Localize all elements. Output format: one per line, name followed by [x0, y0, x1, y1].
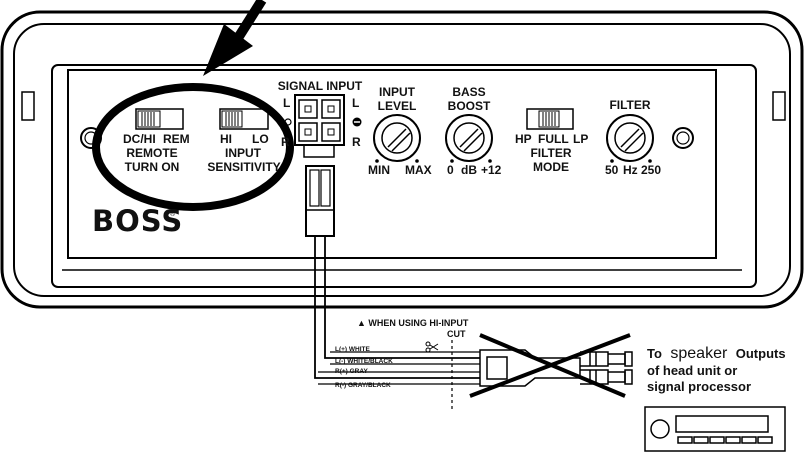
highlight-ellipse [92, 83, 294, 211]
input-level-title-line1: INPUT [379, 85, 416, 99]
sensitivity-hi-label: HI [220, 132, 232, 146]
filter-mode-lp: LP [573, 132, 588, 146]
bass-boost-knob[interactable] [445, 114, 493, 162]
input-plug [305, 165, 335, 237]
hi-input-note: ▲ WHEN USING HI-INPUT [357, 318, 469, 328]
destination-line1: To speaker Outputs [647, 345, 786, 362]
bass-boost-min: 0 [447, 163, 454, 177]
destination-outputs: Outputs [736, 346, 786, 361]
destination-to: To [647, 346, 662, 361]
wire-label-l-neg: L(-) WHITE/BLACK [335, 358, 393, 365]
filter-min: 50 [605, 163, 619, 177]
signal-input-r-left: R [281, 135, 290, 149]
input-level-title-line2: LEVEL [378, 99, 417, 113]
wire-label-r-pos: R(+) GRAY [335, 368, 368, 375]
input-level-max-dot [415, 159, 419, 163]
input-sensitivity-switch[interactable] [219, 108, 269, 130]
bass-boost-min-dot [450, 159, 454, 163]
input-level-min: MIN [368, 163, 390, 177]
remote-rem-label: REM [163, 132, 190, 146]
signal-cable [314, 236, 480, 379]
filter-mode-switch[interactable] [526, 108, 574, 130]
cut-label: CUT [447, 329, 466, 339]
input-level-knob[interactable] [373, 114, 421, 162]
destination-line3: signal processor [647, 379, 751, 394]
input-level-min-dot [375, 159, 379, 163]
ground-dot [284, 118, 292, 126]
filter-min-dot [610, 159, 614, 163]
bass-boost-title-line2: BOOST [448, 99, 491, 113]
destination-speaker: speaker [670, 345, 728, 362]
filter-mode-hp: HP [515, 132, 532, 146]
bass-boost-max-dot [488, 159, 492, 163]
filter-max-dot [648, 159, 652, 163]
sensitivity-title-line1: INPUT [225, 146, 262, 160]
signal-input-connector[interactable] [294, 94, 345, 158]
screw-icon [672, 127, 694, 149]
head-unit-icon [644, 406, 786, 452]
filter-unit: Hz [623, 163, 638, 177]
filter-title: FILTER [609, 98, 650, 112]
minus-icon [352, 117, 362, 127]
sensitivity-title-line2: SENSITIVITY [207, 160, 280, 174]
destination-line2: of head unit or [647, 363, 737, 378]
registered-mark: ® [170, 210, 176, 218]
signal-input-title: SIGNAL INPUT [278, 79, 363, 93]
bass-boost-max: +12 [481, 163, 502, 177]
brand-logo: BOSS [92, 204, 183, 238]
scissors-icon [425, 341, 439, 353]
bass-boost-title-line1: BASS [452, 85, 485, 99]
wire-leads [318, 351, 480, 385]
bass-boost-unit: dB [461, 163, 477, 177]
remote-turn-on-switch[interactable] [135, 108, 184, 130]
cross-out-mark [469, 333, 631, 398]
signal-input-l-right: L [352, 96, 359, 110]
amplifier-body [0, 10, 804, 309]
arrow-icon [203, 0, 267, 76]
filter-knob[interactable] [606, 114, 654, 162]
filter-mode-title-line2: MODE [533, 160, 569, 174]
signal-input-r-right: R [352, 135, 361, 149]
wire-label-r-neg: R(-) GRAY/BLACK [335, 382, 391, 389]
filter-mode-full: FULL [538, 132, 569, 146]
sensitivity-lo-label: LO [252, 132, 269, 146]
signal-input-l-left: L [283, 96, 290, 110]
filter-mode-title-line1: FILTER [530, 146, 571, 160]
filter-max: 250 [641, 163, 661, 177]
remote-dc-hi-label: DC/HI [123, 132, 156, 146]
wire-label-l-pos: L(+) WHITE [335, 346, 371, 353]
input-level-max: MAX [405, 163, 432, 177]
remote-title-line2: TURN ON [125, 160, 180, 174]
remote-title-line1: REMOTE [126, 146, 177, 160]
